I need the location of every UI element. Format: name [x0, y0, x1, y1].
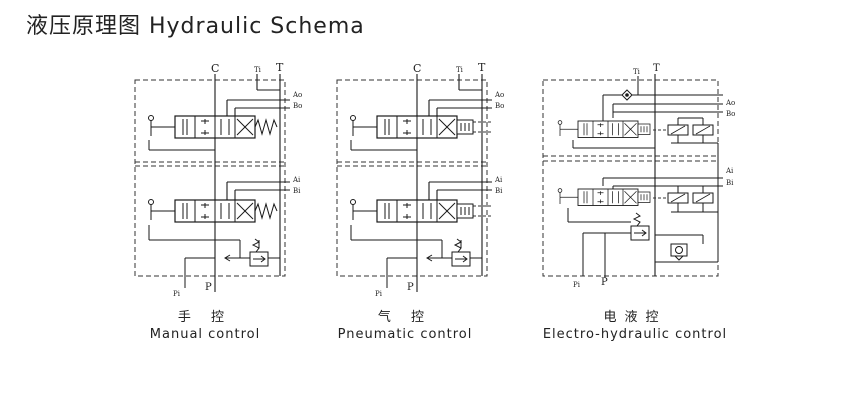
port-ti-label: Ti: [633, 68, 641, 76]
port-pi-label: Pi: [173, 290, 181, 298]
manual-control-diagram: C Ti T Ao Bo Ai Bi Pi P: [134, 61, 302, 298]
spool-valve-lower: [350, 199, 474, 223]
port-bi-label: Bi: [726, 179, 734, 187]
spool-valve-upper: [557, 120, 651, 138]
port-bi-label: Bi: [293, 187, 301, 195]
solenoid-pilot-upper: [653, 117, 714, 143]
caption-manual-cn: 手 控: [177, 310, 233, 325]
page-title: 液压原理图 Hydraulic Schema: [26, 14, 365, 39]
port-ti-label: Ti: [456, 66, 464, 74]
port-bo-label: Bo: [293, 102, 302, 110]
port-ai-label: Ai: [292, 176, 301, 184]
port-ao-label: Ao: [494, 91, 504, 99]
caption-pneumatic-cn: 气 控: [377, 310, 433, 325]
port-c-label: C: [211, 62, 219, 75]
spool-valve-upper: [350, 115, 474, 139]
pneumatic-control-diagram: C Ti T Ao Bo Ai Bi Pi P: [336, 61, 504, 298]
spool-valve-lower: [557, 188, 651, 206]
caption-manual: 手 控 Manual control: [140, 306, 270, 342]
solenoid-pilot-lower: [653, 186, 714, 212]
port-ai-label: Ai: [494, 176, 503, 184]
port-ao-label: Ao: [292, 91, 302, 99]
port-pi-label: Pi: [375, 290, 383, 298]
port-t-label: T: [653, 63, 660, 74]
port-ai-label: Ai: [725, 167, 734, 175]
port-t-label: T: [478, 61, 486, 74]
caption-pneumatic-en: Pneumatic control: [337, 327, 473, 342]
caption-electro-hydraulic-cn: 电液控: [603, 310, 667, 325]
relief-valve: [630, 212, 650, 241]
port-t-label: T: [276, 61, 284, 74]
spool-valve-lower: [148, 199, 278, 223]
caption-electro-hydraulic-en: Electro-hydraulic control: [542, 327, 728, 342]
spool-valve-upper: [148, 115, 278, 139]
port-c-label: C: [413, 62, 421, 75]
port-p-label: P: [205, 282, 212, 293]
port-ao-label: Ao: [725, 99, 735, 107]
caption-pneumatic: 气 控 Pneumatic control: [330, 306, 480, 342]
check-valve-diamond: [621, 89, 633, 101]
port-p-label: P: [407, 282, 414, 293]
port-bo-label: Bo: [726, 110, 735, 118]
port-ti-label: Ti: [254, 66, 262, 74]
port-pi-label: Pi: [573, 281, 581, 289]
valve-frame: [134, 79, 286, 277]
caption-manual-en: Manual control: [149, 327, 261, 342]
caption-electro-hydraulic: 电液控 Electro-hydraulic control: [540, 306, 730, 342]
port-bo-label: Bo: [495, 102, 504, 110]
electro-hydraulic-control-diagram: Ti T Ao Bo Ai Bi Pi P: [542, 63, 735, 289]
port-bi-label: Bi: [495, 187, 503, 195]
valve-frame: [336, 79, 488, 277]
pilot-relief-valve: [670, 243, 688, 261]
port-p-label: P: [601, 277, 608, 288]
